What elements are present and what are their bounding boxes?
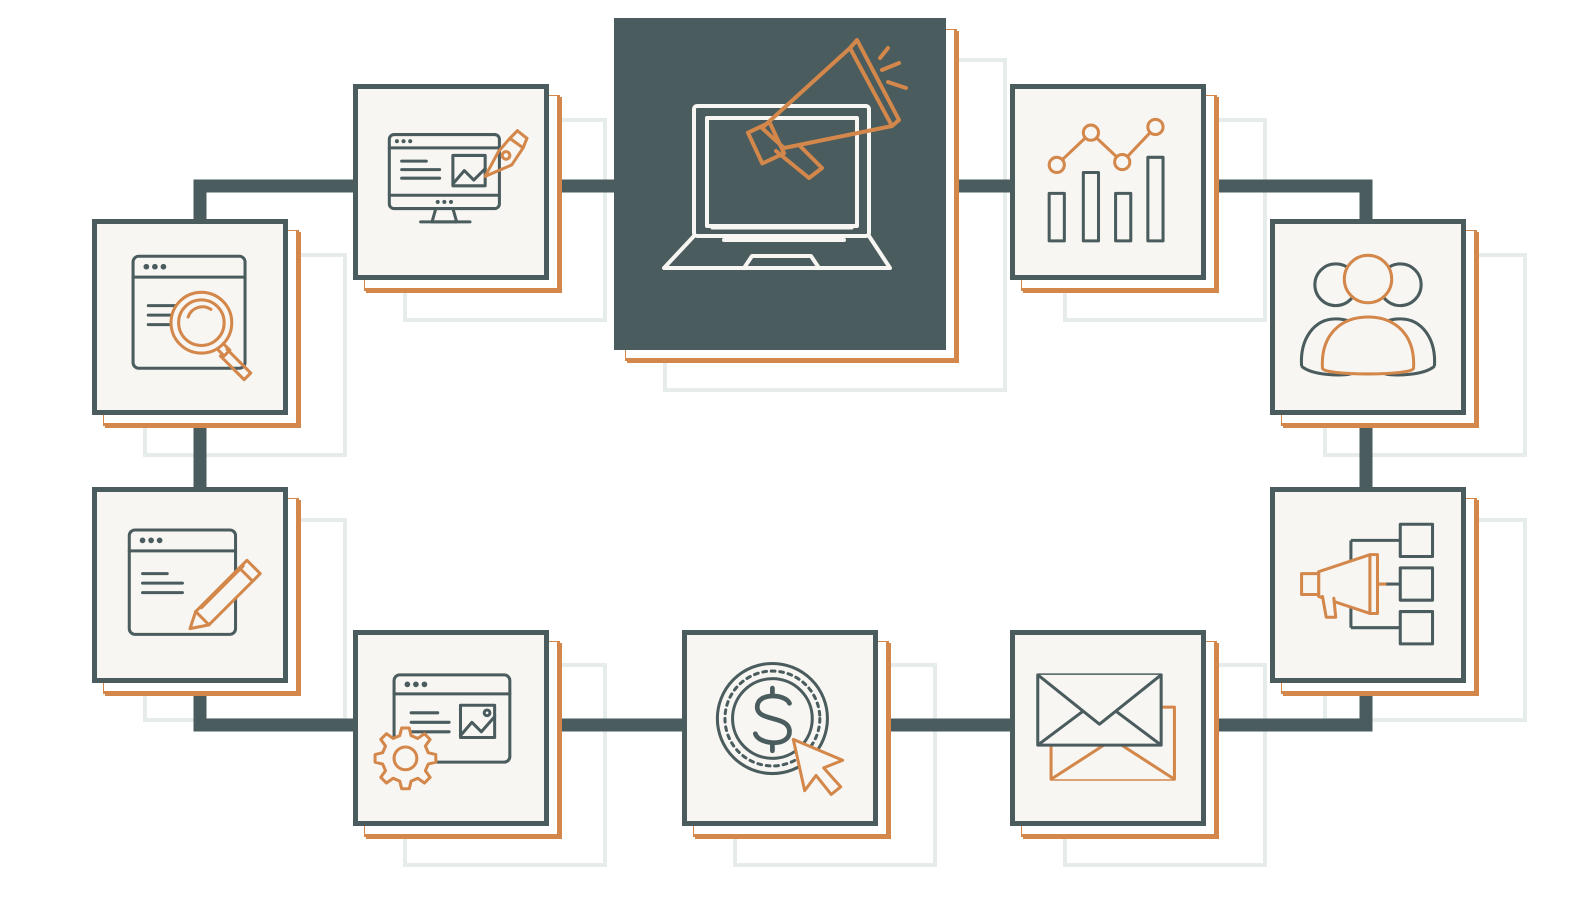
hub-tile	[614, 18, 946, 350]
user-group-icon	[1300, 253, 1436, 377]
audience-tile	[1270, 219, 1466, 415]
bar-line-chart-icon	[1047, 117, 1165, 243]
analytics-tile	[1010, 84, 1206, 280]
campaign-structure-tile	[1270, 487, 1466, 683]
pay-per-click-tile	[682, 630, 878, 826]
web-design-tile	[353, 84, 549, 280]
browser-pencil-icon	[127, 528, 262, 636]
laptop-megaphone-icon	[662, 38, 908, 270]
seo-tile	[92, 219, 288, 415]
email-marketing-tile	[1010, 630, 1206, 826]
browser-magnifier-icon	[131, 254, 253, 382]
envelopes-icon	[1036, 673, 1176, 781]
megaphone-flowchart-icon	[1300, 522, 1435, 646]
web-development-tile	[353, 630, 549, 826]
content-writing-tile	[92, 487, 288, 683]
monitor-pen-icon	[387, 129, 529, 224]
browser-gear-icon	[373, 673, 512, 791]
dollar-coin-cursor-icon	[715, 661, 845, 796]
